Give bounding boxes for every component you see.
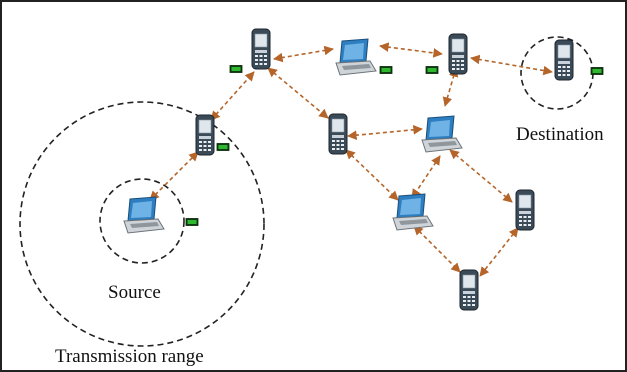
transmission-range-label: Transmission range	[55, 346, 204, 367]
phone-icon	[195, 114, 215, 156]
relay-node-n2	[251, 28, 271, 70]
range-circles	[19, 36, 594, 347]
link-n2-n5	[267, 67, 329, 119]
laptop-icon	[335, 38, 377, 76]
source-label: Source	[108, 282, 161, 303]
relay-node-n5	[328, 113, 348, 155]
link-source-n1	[149, 151, 199, 201]
relay-node-n4	[448, 33, 468, 75]
battery-icon	[185, 218, 199, 226]
transmission-range-circle	[19, 101, 265, 347]
link-n3-n4	[379, 42, 443, 58]
relay-node-n1	[195, 114, 215, 156]
link-n1-n2	[210, 71, 255, 121]
battery-icon	[379, 66, 393, 74]
link-n5-n6	[347, 125, 423, 140]
phone-icon	[554, 39, 574, 81]
phone-icon	[251, 28, 271, 70]
link-n7-n9	[413, 225, 461, 273]
laptop-icon	[421, 115, 463, 153]
link-n4-destination	[470, 54, 553, 76]
links	[149, 42, 553, 277]
link-n8-n9	[479, 227, 519, 277]
relay-node-n6	[421, 115, 463, 153]
link-n2-n3	[273, 45, 334, 63]
battery-icon	[229, 65, 243, 73]
link-n5-n7	[345, 149, 399, 201]
nodes	[123, 28, 604, 311]
phone-icon	[328, 113, 348, 155]
source-range-circle	[99, 178, 185, 264]
battery-icon	[425, 66, 439, 74]
phone-icon	[448, 33, 468, 75]
phone-icon	[515, 189, 535, 231]
destination-node	[554, 39, 574, 81]
relay-node-n7	[392, 193, 434, 231]
battery-icon	[590, 67, 604, 75]
battery-icon	[216, 143, 230, 151]
laptop-icon	[123, 196, 165, 234]
phone-icon	[459, 269, 479, 311]
destination-label: Destination	[516, 124, 604, 145]
relay-node-n3	[335, 38, 377, 76]
relay-node-n9	[459, 269, 479, 311]
link-n6-n7	[411, 155, 441, 199]
source-node	[123, 196, 165, 234]
laptop-icon	[392, 193, 434, 231]
relay-node-n8	[515, 189, 535, 231]
link-n6-n8	[449, 149, 513, 203]
